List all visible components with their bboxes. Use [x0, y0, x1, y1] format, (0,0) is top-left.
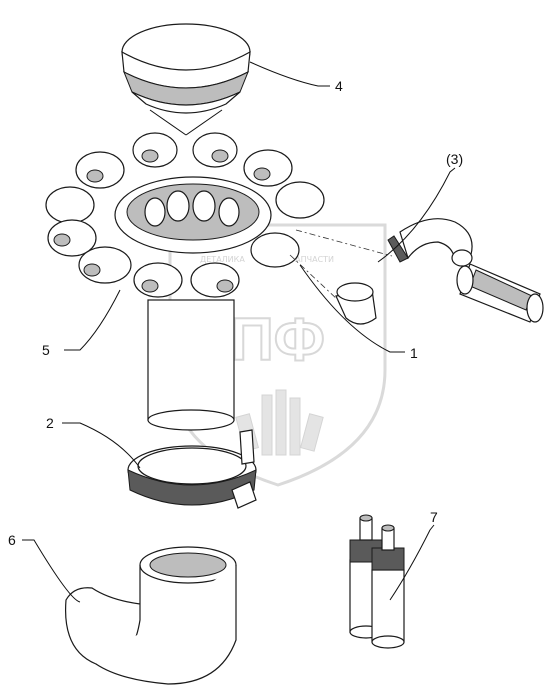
- part-3-spring: [456, 263, 544, 323]
- callout-7: 7: [430, 509, 438, 525]
- callout-2: 2: [46, 415, 54, 431]
- part-5-distributor-head: [45, 132, 325, 431]
- callout-1: 1: [410, 345, 418, 361]
- part-1-plug: [289, 254, 377, 325]
- callout-6: 6: [8, 532, 16, 548]
- callout-3: (3): [446, 151, 463, 167]
- callout-4: 4: [335, 78, 343, 94]
- part-7-twin-element: [349, 514, 405, 649]
- callout-5: 5: [42, 342, 50, 358]
- part-2-clamp: [127, 429, 257, 509]
- callouts: 4 5 1 (3) 2 6 7: [8, 78, 463, 548]
- part-4-cap: [121, 23, 251, 136]
- watermark-brand-right: ЗАПЧАСТИ: [290, 255, 334, 264]
- part-3-elbow-hose: [295, 218, 544, 323]
- watermark-brand-left: ДЕТАЛИКА: [200, 255, 245, 264]
- leader-lines: [22, 61, 456, 603]
- part-6-elbow-pipe: [64, 546, 237, 685]
